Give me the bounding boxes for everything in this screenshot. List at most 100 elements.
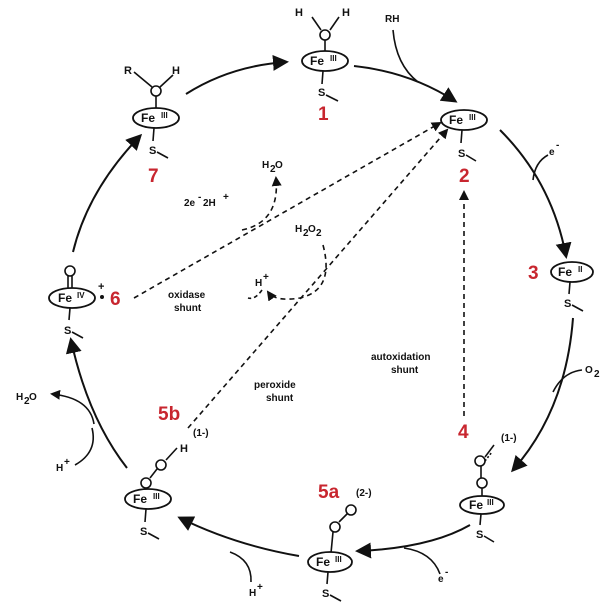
svg-text:O: O [585, 365, 593, 376]
s2-s: S [458, 148, 465, 160]
s6-fe: Fe [58, 291, 72, 305]
peroxide-shunt-line [187, 128, 449, 429]
s1-ox: III [330, 54, 337, 63]
s5a-s: S [322, 588, 329, 600]
e2-label: e - [438, 567, 448, 585]
h2o-left-label: H 2 O [16, 392, 37, 407]
s5b-number: 5b [158, 404, 180, 425]
s1-h-left: H [295, 7, 303, 19]
rh-arrow [392, 29, 419, 83]
svg-text:H: H [255, 278, 262, 289]
s6-s: S [64, 325, 71, 337]
s7-fe: Fe [141, 111, 155, 125]
svg-text:shunt: shunt [391, 365, 419, 376]
oxidase-shunt-label: oxidase shunt [168, 290, 206, 314]
o2-arrow [552, 369, 583, 393]
species-3: Fe II S 3 [528, 261, 594, 312]
svg-text:2: 2 [303, 228, 309, 239]
s7-number: 7 [148, 166, 159, 187]
s7-s: S [149, 145, 156, 157]
s2-fe: Fe [449, 113, 463, 127]
species-6: Fe IV + S 6 [48, 265, 121, 339]
arrow-1-to-2 [353, 65, 458, 103]
s5b-h: H [180, 443, 188, 455]
s1-h-right: H [342, 7, 350, 19]
svg-text:e: e [438, 574, 444, 585]
s6-number: 6 [110, 289, 121, 310]
s6-ox: IV [77, 291, 85, 300]
s5b-s: S [140, 526, 147, 538]
e1-arrow [532, 154, 549, 181]
s4-charge: (1-) [501, 433, 517, 444]
svg-text:H: H [249, 588, 256, 599]
s3-s: S [564, 298, 571, 310]
svg-text:shunt: shunt [174, 303, 202, 314]
species-5a: Fe III S (2-) 5a [307, 482, 372, 602]
species-2: Fe III S 2 [440, 109, 488, 187]
o2-label: O 2 [585, 365, 600, 380]
species-5b: H Fe III S (1-) 5b [124, 404, 209, 540]
h-left-label: H + [56, 457, 70, 474]
s7-h: H [172, 65, 180, 77]
s5b-charge: (1-) [193, 428, 209, 439]
svg-text:2: 2 [316, 228, 322, 239]
svg-text:autoxidation: autoxidation [371, 352, 430, 363]
svg-text:-: - [445, 567, 448, 578]
s4-s: S [476, 529, 483, 541]
s1-s: S [318, 87, 325, 99]
s2-ox: III [469, 113, 476, 122]
two-e-two-h-label: 2e - 2H + [184, 192, 229, 209]
e2-arrow [403, 547, 441, 575]
s2-number: 2 [459, 166, 470, 187]
s1-number: 1 [318, 104, 329, 125]
arrow-3-to-4 [511, 317, 574, 473]
species-4: Fe III S (1-) 4 [458, 422, 517, 543]
h2o-center-arrow [241, 176, 282, 231]
peroxide-shunt-label: peroxide shunt [254, 380, 296, 404]
h-bottom-label: H + [249, 582, 263, 599]
svg-text:2: 2 [594, 369, 600, 380]
svg-text:O: O [275, 160, 283, 171]
s5a-fe: Fe [316, 555, 330, 569]
s5b-ox: III [153, 492, 160, 501]
species-1: Fe III S H H 1 [295, 7, 350, 125]
h-center-arrow [247, 289, 263, 300]
svg-text:2e: 2e [184, 198, 196, 209]
s7-ox: III [161, 111, 168, 120]
arrow-5a-to-5b [177, 516, 300, 557]
svg-text:e: e [549, 147, 555, 158]
h-center-label: H + [255, 272, 269, 289]
h2o2-label: H 2 O 2 [295, 224, 322, 239]
svg-text:O: O [29, 392, 37, 403]
svg-text:O: O [308, 224, 316, 235]
s5a-number: 5a [318, 482, 340, 503]
svg-text:H: H [16, 392, 23, 403]
arrow-6-to-7 [72, 133, 143, 253]
arrow-2-to-3 [499, 129, 572, 259]
oxidase-shunt-line [133, 122, 442, 299]
h2o-left-arrow [50, 389, 95, 425]
svg-text:oxidase: oxidase [168, 290, 206, 301]
s4-fe: Fe [469, 498, 483, 512]
h-bottom-arrow [229, 551, 252, 583]
arrow-5b-to-6 [65, 337, 128, 469]
s5a-ox: III [335, 555, 342, 564]
s5b-fe: Fe [133, 492, 147, 506]
svg-text:shunt: shunt [266, 393, 294, 404]
arrow-7-to-1 [185, 54, 289, 95]
svg-text:2H: 2H [203, 198, 216, 209]
svg-text:peroxide: peroxide [254, 380, 296, 391]
species-7: R H Fe III S 7 [124, 65, 180, 187]
s3-fe: Fe [558, 265, 572, 279]
svg-text:+: + [263, 272, 269, 283]
s4-number: 4 [458, 422, 469, 443]
svg-text:2: 2 [24, 396, 30, 407]
svg-text:H: H [262, 160, 269, 171]
s3-number: 3 [528, 263, 539, 284]
svg-text:2: 2 [270, 164, 276, 175]
svg-text:-: - [556, 140, 559, 151]
s1-fe: Fe [310, 54, 324, 68]
s5a-charge: (2-) [356, 488, 372, 499]
h-left-arrow [74, 427, 94, 466]
